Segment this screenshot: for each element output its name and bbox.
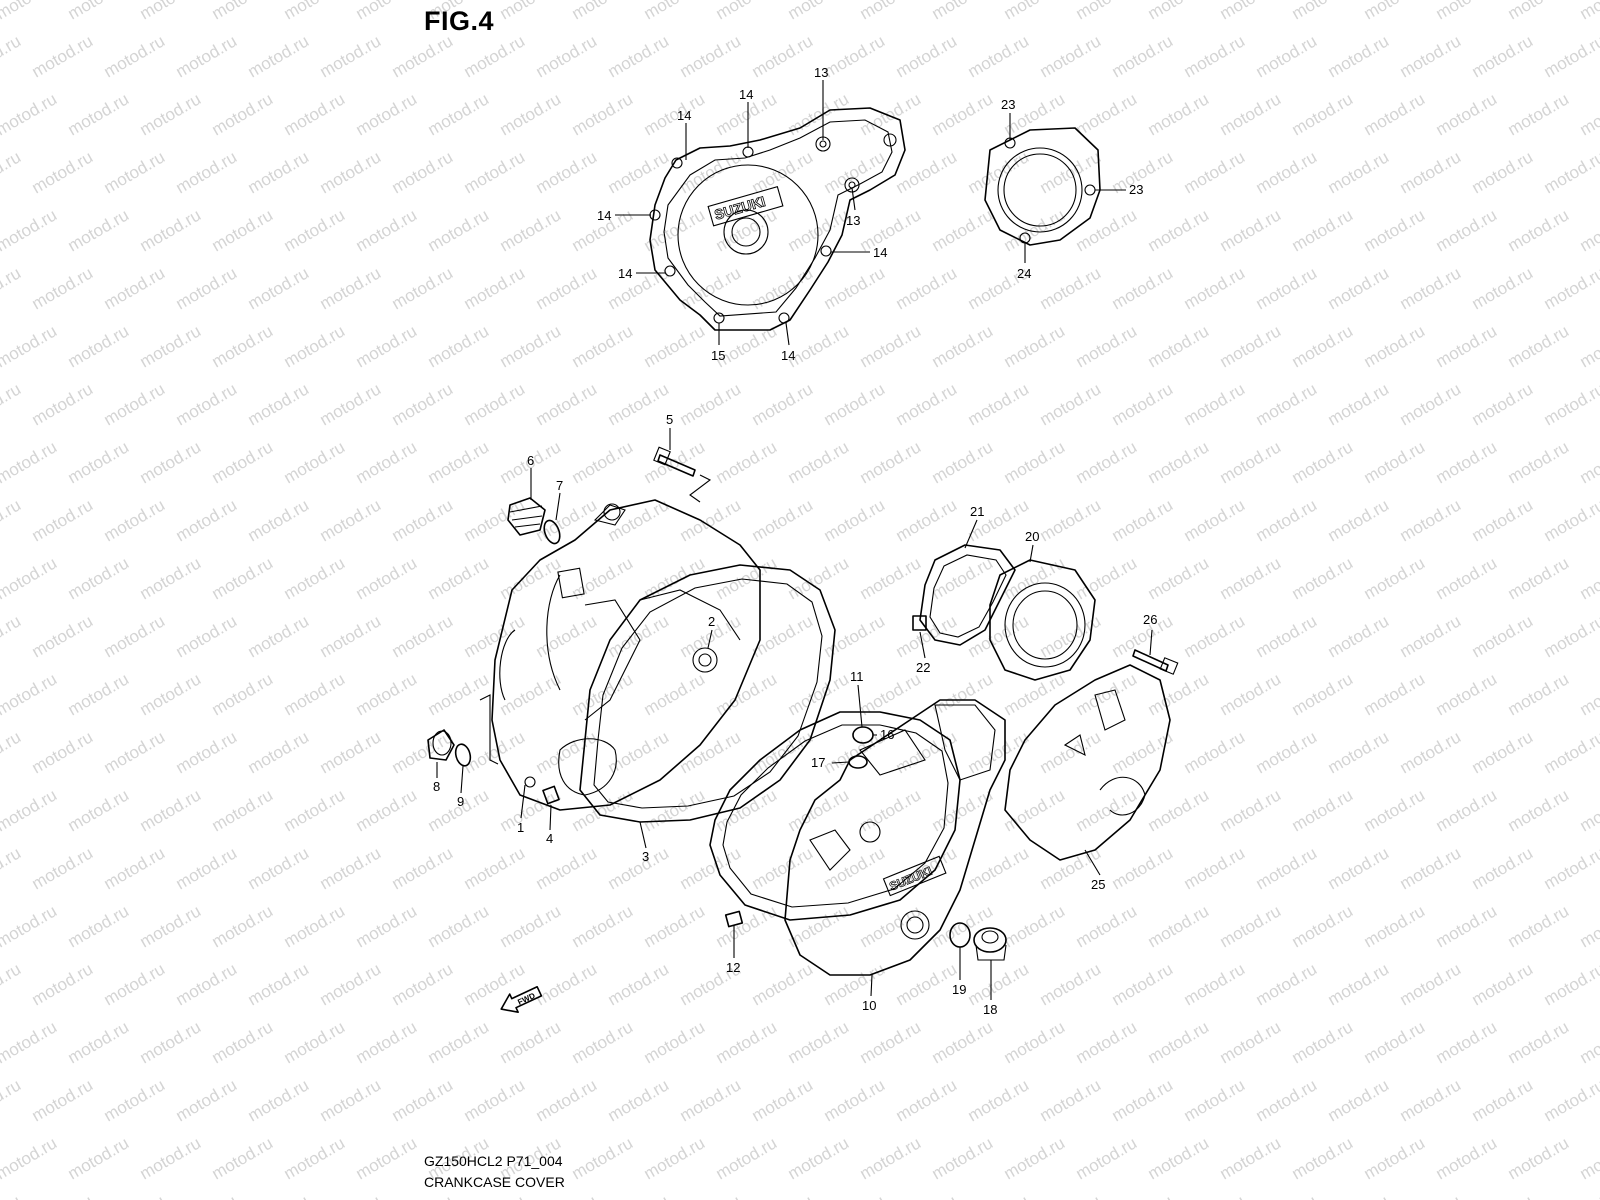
callout-13: 13 <box>846 213 860 228</box>
callout-14: 14 <box>739 87 753 102</box>
callout-14: 14 <box>597 208 611 223</box>
callout-2: 2 <box>708 614 715 629</box>
suzuki-logo: SUZUKI <box>707 186 784 227</box>
callout-1: 1 <box>517 820 524 835</box>
callout-26: 26 <box>1143 612 1157 627</box>
small-cover-gasket <box>984 127 1101 246</box>
generator-cover-gasket: SUZUKI <box>649 107 906 331</box>
callout-21: 21 <box>970 504 984 519</box>
dowel-1-seat <box>524 776 536 788</box>
dowel-4 <box>542 785 560 805</box>
callout-14: 14 <box>781 348 795 363</box>
callout-7: 7 <box>556 478 563 493</box>
plug-8 <box>427 729 455 761</box>
callout-23: 23 <box>1129 182 1143 197</box>
callout-10: 10 <box>862 998 876 1013</box>
o-ring-17 <box>848 755 868 769</box>
bracket-line <box>479 694 499 765</box>
callout-8: 8 <box>433 779 440 794</box>
callout-11: 11 <box>850 669 864 684</box>
model-code: GZ150HCL2 P71_004 <box>424 1153 563 1169</box>
plug-18 <box>973 927 1007 961</box>
callout-17: 17 <box>811 755 825 770</box>
callout-14: 14 <box>873 245 887 260</box>
generator-gasket <box>709 711 961 921</box>
o-ring-7 <box>543 519 561 545</box>
callout-3: 3 <box>642 849 649 864</box>
callout-14: 14 <box>677 108 691 123</box>
figure-caption: CRANKCASE COVER <box>424 1174 565 1190</box>
leader-lines <box>436 80 1153 1000</box>
watermark-text: motod.ru <box>1577 0 1600 23</box>
callout-18: 18 <box>983 1002 997 1017</box>
callout-4: 4 <box>546 831 553 846</box>
bolt-5 <box>653 446 712 503</box>
sprocket-cover <box>1004 664 1171 861</box>
cover-20 <box>989 559 1096 681</box>
generator-cover: SUZUKI <box>784 699 1006 976</box>
plug-6 <box>507 497 546 536</box>
svg-text:FWD: FWD <box>516 991 537 1007</box>
suzuki-logo-2: SUZUKI <box>882 855 947 897</box>
callout-9: 9 <box>457 794 464 809</box>
callout-12: 12 <box>726 960 740 975</box>
callout-20: 20 <box>1025 529 1039 544</box>
washer-9 <box>454 743 472 767</box>
callout-15: 15 <box>711 348 725 363</box>
fwd-arrow: FWD <box>500 985 543 1014</box>
callout-22: 22 <box>916 660 930 675</box>
plug-11 <box>852 726 874 744</box>
callout-24: 24 <box>1017 266 1031 281</box>
figure-title: FIG.4 <box>424 6 495 36</box>
callout-5: 5 <box>666 412 673 427</box>
dowel-12 <box>724 910 744 928</box>
o-ring-19 <box>949 922 971 948</box>
callout-6: 6 <box>527 453 534 468</box>
callout-16: 16 <box>880 727 894 742</box>
gasket-21 <box>919 544 1016 646</box>
callout-25: 25 <box>1091 877 1105 892</box>
callout-13: 13 <box>814 65 828 80</box>
callout-23: 23 <box>1001 97 1015 112</box>
callout-14: 14 <box>618 266 632 281</box>
clutch-cover <box>491 499 761 811</box>
callout-19: 19 <box>952 982 966 997</box>
callout-labels: 13 13 14 14 14 14 14 14 15 23 23 24 5 6 … <box>433 65 1157 1017</box>
